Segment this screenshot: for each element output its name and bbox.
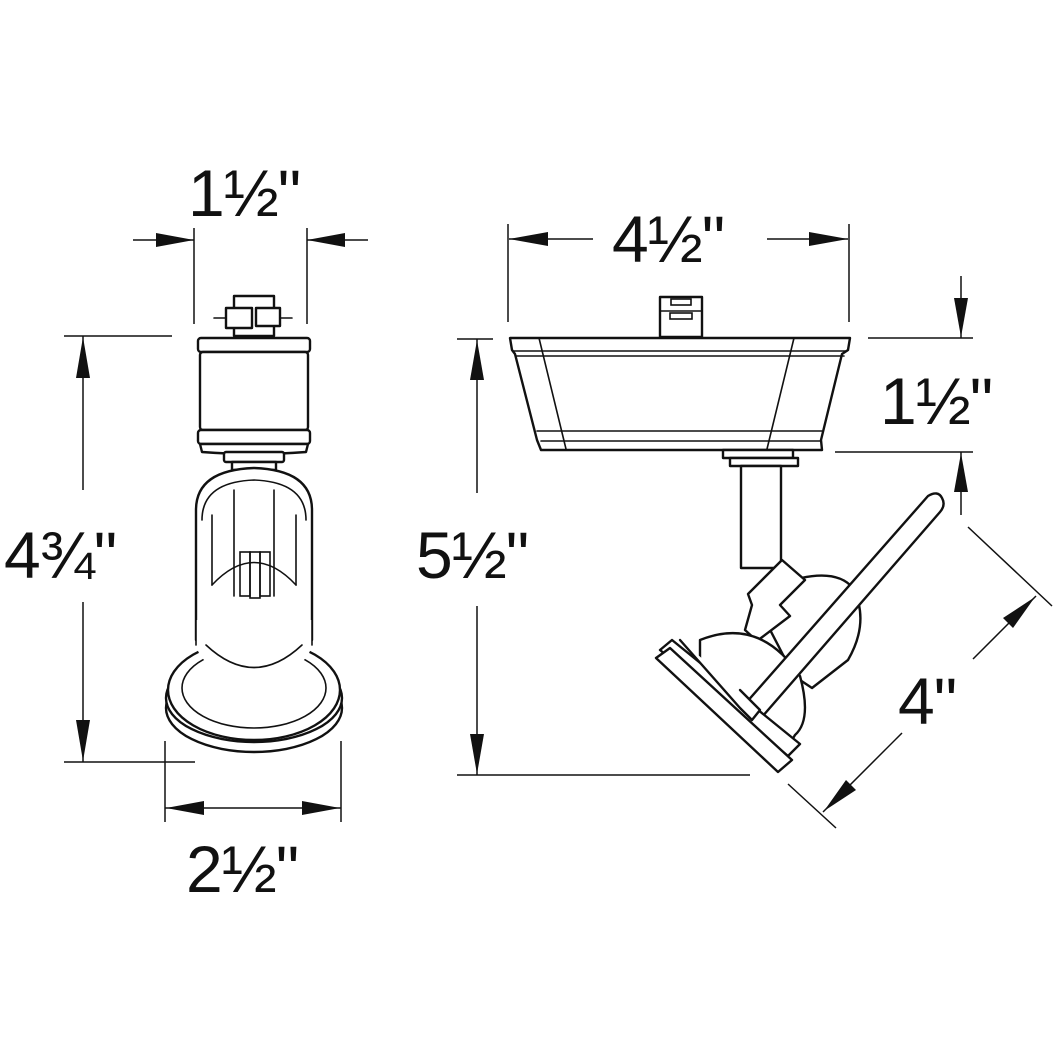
front-lamp-head bbox=[164, 559, 344, 754]
front-canopy bbox=[196, 336, 312, 472]
label-front-height: 4¾" bbox=[4, 518, 117, 592]
dim-side-height bbox=[457, 338, 750, 776]
dim-front-height bbox=[64, 335, 195, 763]
side-track-adapter bbox=[658, 295, 704, 339]
dim-front-width-top bbox=[133, 228, 368, 324]
front-view bbox=[64, 228, 368, 822]
front-yoke bbox=[194, 466, 314, 642]
side-canopy bbox=[508, 336, 852, 452]
dim-front-width-bottom bbox=[164, 741, 342, 822]
label-side-height: 5½" bbox=[416, 518, 529, 592]
label-canopy-height: 1½" bbox=[880, 364, 993, 438]
front-track-adapter bbox=[213, 294, 293, 338]
label-side-width: 4½" bbox=[612, 202, 725, 276]
dim-canopy-height bbox=[835, 276, 973, 515]
side-stem bbox=[721, 448, 800, 570]
side-lamp-head bbox=[654, 492, 945, 774]
dim-head-length bbox=[787, 526, 1053, 829]
label-front-width-bottom: 2½" bbox=[186, 832, 299, 906]
label-front-width-top: 1½" bbox=[188, 156, 301, 230]
dim-side-width bbox=[507, 224, 850, 322]
label-head-length: 4" bbox=[898, 664, 957, 738]
side-view bbox=[457, 224, 1053, 829]
